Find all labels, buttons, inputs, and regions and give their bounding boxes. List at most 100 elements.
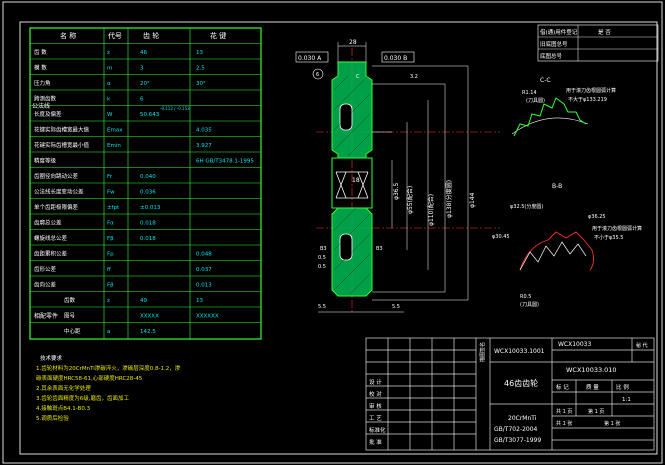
spec-row-name: 花键实际齿槽宽最小值 xyxy=(34,141,90,149)
cc-r: R1.14 xyxy=(522,90,537,96)
tb-signer: 标准化 xyxy=(369,426,386,434)
spec-row-name: 齿距累积公差 xyxy=(34,250,68,258)
spec-row-name: 模 数 xyxy=(34,64,47,72)
spec-row-symbol: Fp xyxy=(107,252,114,258)
note-line: 5.调质后检验 xyxy=(36,414,69,422)
spec-row-name: 齿圈径向跳动公差 xyxy=(34,172,79,180)
spec-row-gear: XXXXX xyxy=(140,314,159,320)
note-line: 1.齿轮材料为20CrMnTi渗碳淬火，渗碳层深度0.8-1.2，渗 xyxy=(36,364,181,372)
cc-r-note: (刀具圆) xyxy=(526,98,545,104)
spec-row-spline: 0.013 xyxy=(196,283,212,289)
tb-classify: 秘 代 xyxy=(636,342,648,349)
spec-row-symbol: Fβ xyxy=(107,236,114,242)
dim-d-mid: φ110(配合) xyxy=(427,194,435,226)
tb-sheet-mid2: 第 1 页 xyxy=(588,408,604,415)
bb-spline-profile xyxy=(519,231,595,271)
spec-row-symbol: Fα xyxy=(107,221,114,227)
flatness-frame: 0.030 A xyxy=(298,55,322,62)
spec-row-symbol: Fβ xyxy=(107,283,114,289)
dim-chamfer: 3.2 xyxy=(410,74,418,80)
spec-row-name: 压力角 xyxy=(34,79,51,87)
spec-row-spline: 3.927 xyxy=(196,143,212,149)
title-block: WCX10033.1001 WCX10033 秘 代 WCX10033.010 … xyxy=(365,337,655,451)
sheet-border-inner xyxy=(19,21,658,455)
spec-row-spline: 4.035 xyxy=(196,128,212,134)
spec-row-symbol: Emax xyxy=(107,128,123,134)
spec-header-gear: 齿 轮 xyxy=(143,31,159,40)
bb-note: 用于滚刀齿根圆弧计算 xyxy=(592,225,642,232)
tb-sheet-mid: 共 1 页 xyxy=(556,408,572,415)
spec-row-symbol: k xyxy=(107,97,111,103)
dim-d-pitch: φ138(分度圆) xyxy=(445,180,453,218)
note-line: 技术要求 xyxy=(40,354,63,362)
cc-note: 用于滚刀齿根圆弧计算 xyxy=(566,87,616,94)
tb-signer: 审 核 xyxy=(369,402,382,410)
dim-55-a: 5.5 xyxy=(318,304,326,310)
cc-dim: 不大于φ133.219 xyxy=(568,96,607,103)
note-line: 4.接触斑点B4.1-B0.3 xyxy=(36,404,91,412)
spec-row-gear: 0.018 xyxy=(140,221,156,227)
spec-row-symbol: Fr xyxy=(107,174,113,180)
spec-row-gear: 50.643 xyxy=(140,112,160,118)
section-bb-view: B-B φ32.5(分度圆) φ30.45 φ36.25 用于滚刀齿根圆弧计算 … xyxy=(492,183,642,308)
spec-row-spline: 0.037 xyxy=(196,267,212,273)
tb-col-label-1: 质 量 xyxy=(586,383,599,391)
gear-web xyxy=(331,157,373,209)
spec-row-spline: 30° xyxy=(196,81,206,87)
tb-col-label-0: 标 记 xyxy=(556,383,569,391)
tb-signer: 批 准 xyxy=(369,438,382,446)
spec-header-spline: 花 键 xyxy=(210,31,226,40)
spec-header-name: 名 称 xyxy=(60,31,76,40)
tb-signer: 设 计 xyxy=(369,378,382,386)
spec-row-name: 齿向公差 xyxy=(34,281,57,289)
note-line: 碳表面硬度HRC58-61,心部硬度HRC28-45 xyxy=(36,374,143,382)
cc-teeth xyxy=(513,97,587,137)
spec-mating-label: 相配零件 xyxy=(34,312,58,320)
spec-row-name: 精度等级 xyxy=(34,157,57,165)
spec-row-spline: 0.048 xyxy=(196,252,212,258)
dim-05-a: 0.5 xyxy=(318,255,326,261)
spec-header-symbol: 代号 xyxy=(108,31,122,40)
spec-row-gear: 20° xyxy=(140,81,150,87)
top-right-table: 借(通)用件登记 是 否 旧底图总号 底图总号 xyxy=(537,24,659,62)
tb-drawing-no-top: WCX10033 xyxy=(558,341,592,348)
trt-value-0: 是 否 xyxy=(598,29,611,36)
spec-row-name: 单个齿距极限偏差 xyxy=(34,203,79,211)
spec-row-name: 齿 数 xyxy=(34,48,47,56)
b-label: 18 xyxy=(352,177,360,184)
dim-d-inner: φ36.5 xyxy=(393,183,400,201)
gear-section-view: 28 0.030 A 0.030 B 6 3.2 C 18 φ36.5 φ55(… xyxy=(295,39,500,313)
spec-row-name: 花键实际齿槽宽最大值 xyxy=(34,126,90,134)
spec-row-name: 中心距 xyxy=(64,327,81,335)
spec-row-name: 齿数 xyxy=(64,296,76,304)
spec-row-symbol: Emin xyxy=(107,143,121,149)
spec-row-gear: 0.018 xyxy=(140,236,156,242)
bb-d3: φ36.25 xyxy=(588,214,606,220)
section-cc-title: C-C xyxy=(540,77,551,84)
tb-sheet-right: 第 1 张 xyxy=(604,420,620,427)
tb-part-name: 46齿齿轮 xyxy=(504,378,538,388)
bb-d2: φ30.45 xyxy=(492,234,510,240)
trt-label-2: 底图总号 xyxy=(540,52,563,60)
spec-row-symbol: α xyxy=(107,81,111,87)
circle-label: 6 xyxy=(316,72,319,78)
tb-standard-2: GB/T3077-1999 xyxy=(494,437,541,444)
spec-row-gear: 6 xyxy=(140,97,144,103)
bb-dim: 不小于φ35.5 xyxy=(594,234,623,241)
tb-sheet-left: 共 1 张 xyxy=(556,420,572,427)
spec-row-spline: 6H GB/T3478.1-1995 xyxy=(196,159,254,165)
spec-row-symbol: z xyxy=(107,298,110,304)
spec-row-name: 长度及偏差 xyxy=(34,110,62,118)
spec-row-name: 螺旋线总公差 xyxy=(34,234,68,242)
tb-signer: 工 艺 xyxy=(369,415,382,422)
spec-row-gear: 0.040 xyxy=(140,174,156,180)
section-bb-title: B-B xyxy=(552,183,562,190)
dim-b3-a: B3 xyxy=(320,246,327,252)
trt-label-1: 旧底图总号 xyxy=(540,40,568,48)
spline-teeth xyxy=(335,171,369,199)
dim-d-tip: φ144 xyxy=(469,192,476,208)
section-cc-view: C-C R1.14 (刀具圆) 用于滚刀齿根圆弧计算 不大于φ133.219 xyxy=(511,77,616,137)
